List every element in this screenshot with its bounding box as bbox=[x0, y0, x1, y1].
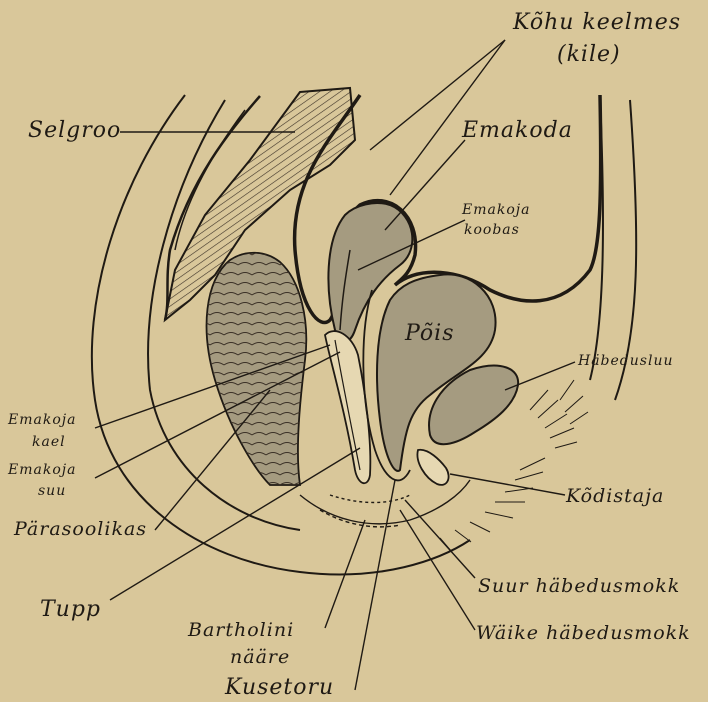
label-emakoja-koobas-line1: Emakoja bbox=[462, 203, 530, 217]
label-kile: (kile) bbox=[557, 44, 621, 66]
label-pois: Põis bbox=[405, 323, 454, 345]
label-suur-habedusmokk: Suur häbedusmokk bbox=[478, 577, 680, 596]
label-kusetoru: Kusetoru bbox=[225, 677, 334, 699]
label-waike-habedusmokk: Wäike häbedusmokk bbox=[476, 624, 691, 643]
clitoris bbox=[417, 450, 448, 485]
rectum bbox=[207, 253, 307, 485]
label-emakoja-kael-line2: kael bbox=[32, 435, 66, 449]
label-tupp: Tupp bbox=[40, 599, 101, 621]
perineum bbox=[300, 480, 470, 527]
label-bartholini-line1: Bartholini bbox=[188, 621, 294, 640]
label-bartholini-line2: nääre bbox=[230, 648, 290, 667]
label-emakoja-suu-line2: suu bbox=[38, 484, 66, 498]
label-emakoda: Emakoda bbox=[462, 120, 573, 142]
label-emakoja-koobas-line2: koobas bbox=[464, 223, 520, 237]
label-kohu-keelmes: Kõhu keelmes bbox=[513, 12, 681, 34]
label-selgroo: Selgroo bbox=[28, 120, 121, 142]
label-parasoolikas: Pärasoolikas bbox=[14, 520, 147, 539]
label-emakoja-suu-line1: Emakoja bbox=[8, 463, 76, 477]
label-emakoja-kael-line1: Emakoja bbox=[8, 413, 76, 427]
label-habedusluu: Häbedusluu bbox=[578, 354, 673, 368]
label-kodistaja: Kõdistaja bbox=[566, 487, 664, 506]
